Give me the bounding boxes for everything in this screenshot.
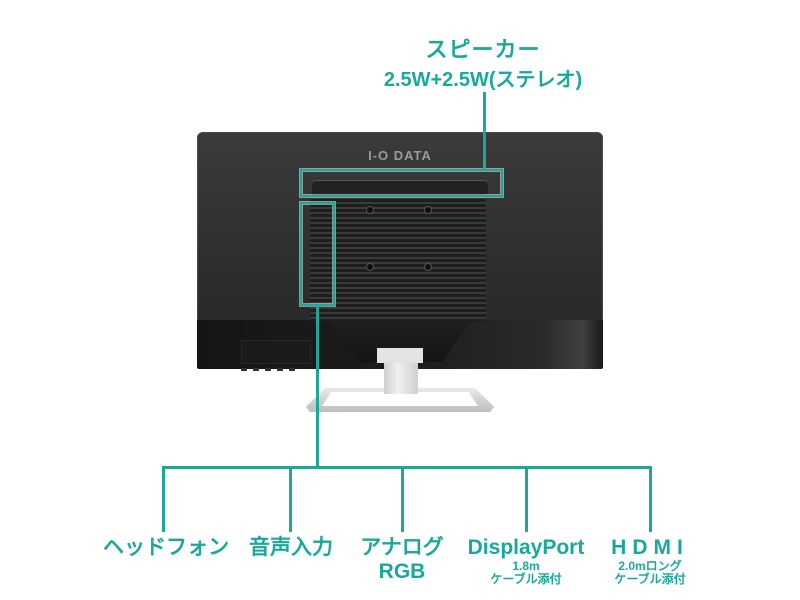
port-label-audio-in: 音声入力 — [231, 536, 351, 560]
control-button[interactable] — [253, 368, 259, 371]
port-name-line2: RGB — [378, 560, 426, 583]
stand-hinge — [377, 348, 423, 363]
port-label-hdmi: HDMI 2.0mロング ケーブル添付 — [590, 536, 710, 586]
ports-highlight-box — [300, 202, 335, 306]
speaker-title: スピーカー — [425, 37, 541, 62]
control-button[interactable] — [289, 368, 295, 371]
cable-included: ケーブル添付 — [490, 572, 562, 586]
control-button[interactable] — [265, 368, 271, 371]
speaker-spec: 2.5W+2.5W(ステレオ) — [383, 69, 583, 91]
port-name: ヘッドフォン — [103, 536, 229, 559]
port-name: アナログ — [360, 536, 444, 559]
cable-included: ケーブル添付 — [614, 572, 686, 586]
speaker-grille — [312, 180, 488, 195]
control-button[interactable] — [277, 368, 283, 371]
port-label-displayport: DisplayPort 1.8m ケーブル添付 — [456, 536, 596, 586]
vesa-screw-icon — [425, 264, 431, 270]
port-label-analog-rgb: アナログ RGB — [342, 536, 462, 584]
speaker-callout-line — [483, 92, 486, 171]
brand-logo: I-O DATA — [368, 148, 432, 163]
branch-displayport — [525, 466, 528, 532]
cable-length: 2.0mロング — [618, 559, 682, 573]
vesa-screw-icon — [425, 207, 431, 213]
branch-audio-in — [289, 466, 292, 532]
heatsink-fins — [310, 197, 486, 322]
port-label-headphone: ヘッドフォン — [103, 536, 229, 560]
control-button[interactable] — [241, 368, 247, 371]
cable-length: 1.8m — [512, 559, 540, 573]
port-name: DisplayPort — [467, 536, 585, 559]
ports-branch-line — [162, 466, 652, 469]
stand-base-opening — [322, 392, 478, 406]
vesa-screw-icon — [367, 207, 373, 213]
port-name: 音声入力 — [249, 536, 333, 559]
ports-callout-line — [316, 304, 319, 468]
branch-analog-rgb — [401, 466, 404, 532]
branch-hdmi — [649, 466, 652, 532]
control-button-panel — [241, 340, 311, 364]
branch-headphone — [162, 466, 165, 532]
vesa-screw-icon — [367, 264, 373, 270]
speaker-highlight-box — [300, 169, 503, 197]
port-name: HDMI — [611, 536, 689, 559]
